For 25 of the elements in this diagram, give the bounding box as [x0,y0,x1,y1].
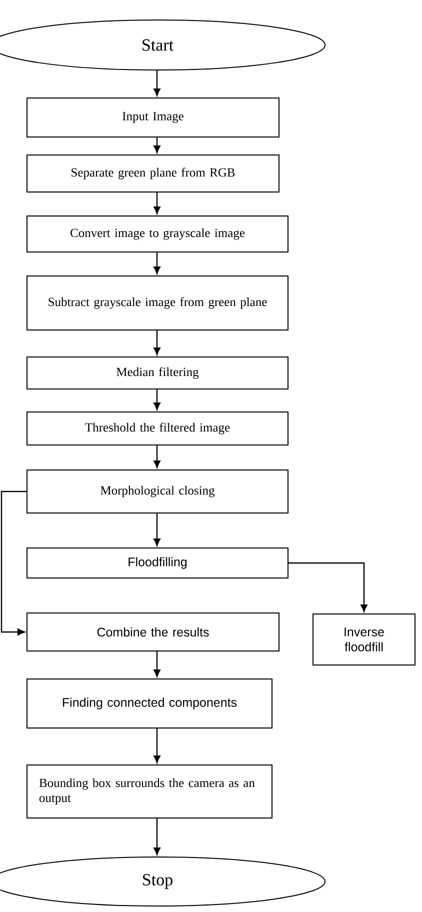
arrow [0,490,26,636]
process-box: Floodfilling [26,548,288,578]
process-box: Separate green plane from RGB [26,154,280,192]
arrow [154,652,160,677]
process-box: Median filtering [26,356,288,390]
process-box: Inverse floodfill [312,614,416,666]
arrow [154,728,160,763]
arrow [154,138,160,153]
arrow [154,330,160,355]
arrow [288,562,368,612]
process-box: Subtract grayscale image from green plane [26,276,288,330]
arrow [154,70,160,96]
process-box: Input Image [26,98,280,138]
arrow [154,818,160,855]
arrow [154,446,160,468]
arrow [154,390,160,410]
process-box: Threshold the filtered image [26,412,288,446]
process-box: Convert image to grayscale image [26,216,288,252]
process-box: Finding connected components [26,678,272,728]
process-box: Bounding box surrounds the camera as an output [26,764,272,818]
arrow [154,252,160,274]
process-box: Combine the results [26,612,280,652]
arrow [154,514,160,546]
process-box: Morphological closing [26,470,288,514]
arrow [154,192,160,214]
